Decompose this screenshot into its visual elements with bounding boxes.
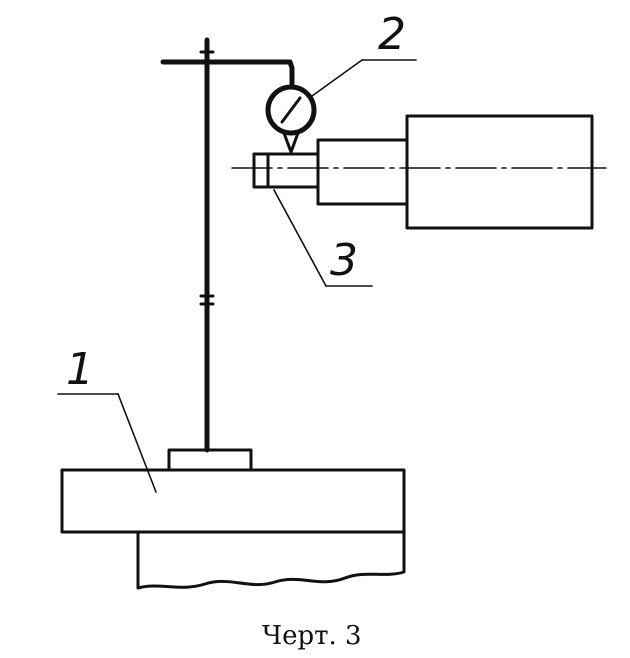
base-part <box>60 468 406 590</box>
callout-3-leader <box>273 189 327 287</box>
callout-1-leader <box>117 393 157 493</box>
figure-caption: Черт. 3 <box>262 621 362 651</box>
dial-indicator-tip <box>282 131 300 154</box>
callout-3: 3 <box>273 189 373 287</box>
test-mandrel <box>252 152 320 189</box>
dial-indicator-body <box>265 84 317 136</box>
indicator-arm <box>160 59 295 87</box>
stand-rod <box>199 37 215 453</box>
base-body-outline <box>136 530 406 590</box>
callout-3-label: 3 <box>330 235 358 286</box>
callout-2-label: 2 <box>378 9 406 60</box>
base-plate-outline <box>60 468 406 534</box>
callout-1: 1 <box>57 344 157 493</box>
stand-foot <box>167 448 253 472</box>
callout-2: 2 <box>311 9 417 97</box>
dial-indicator <box>265 84 317 154</box>
spindle-shaft <box>316 138 409 206</box>
indicator-arm-line <box>160 59 295 87</box>
callout-2-leader <box>311 59 363 97</box>
spindle-assembly <box>231 114 607 230</box>
spindle-housing <box>405 114 594 230</box>
dial-indicator-needle <box>280 96 302 124</box>
callout-1-label: 1 <box>66 344 94 395</box>
